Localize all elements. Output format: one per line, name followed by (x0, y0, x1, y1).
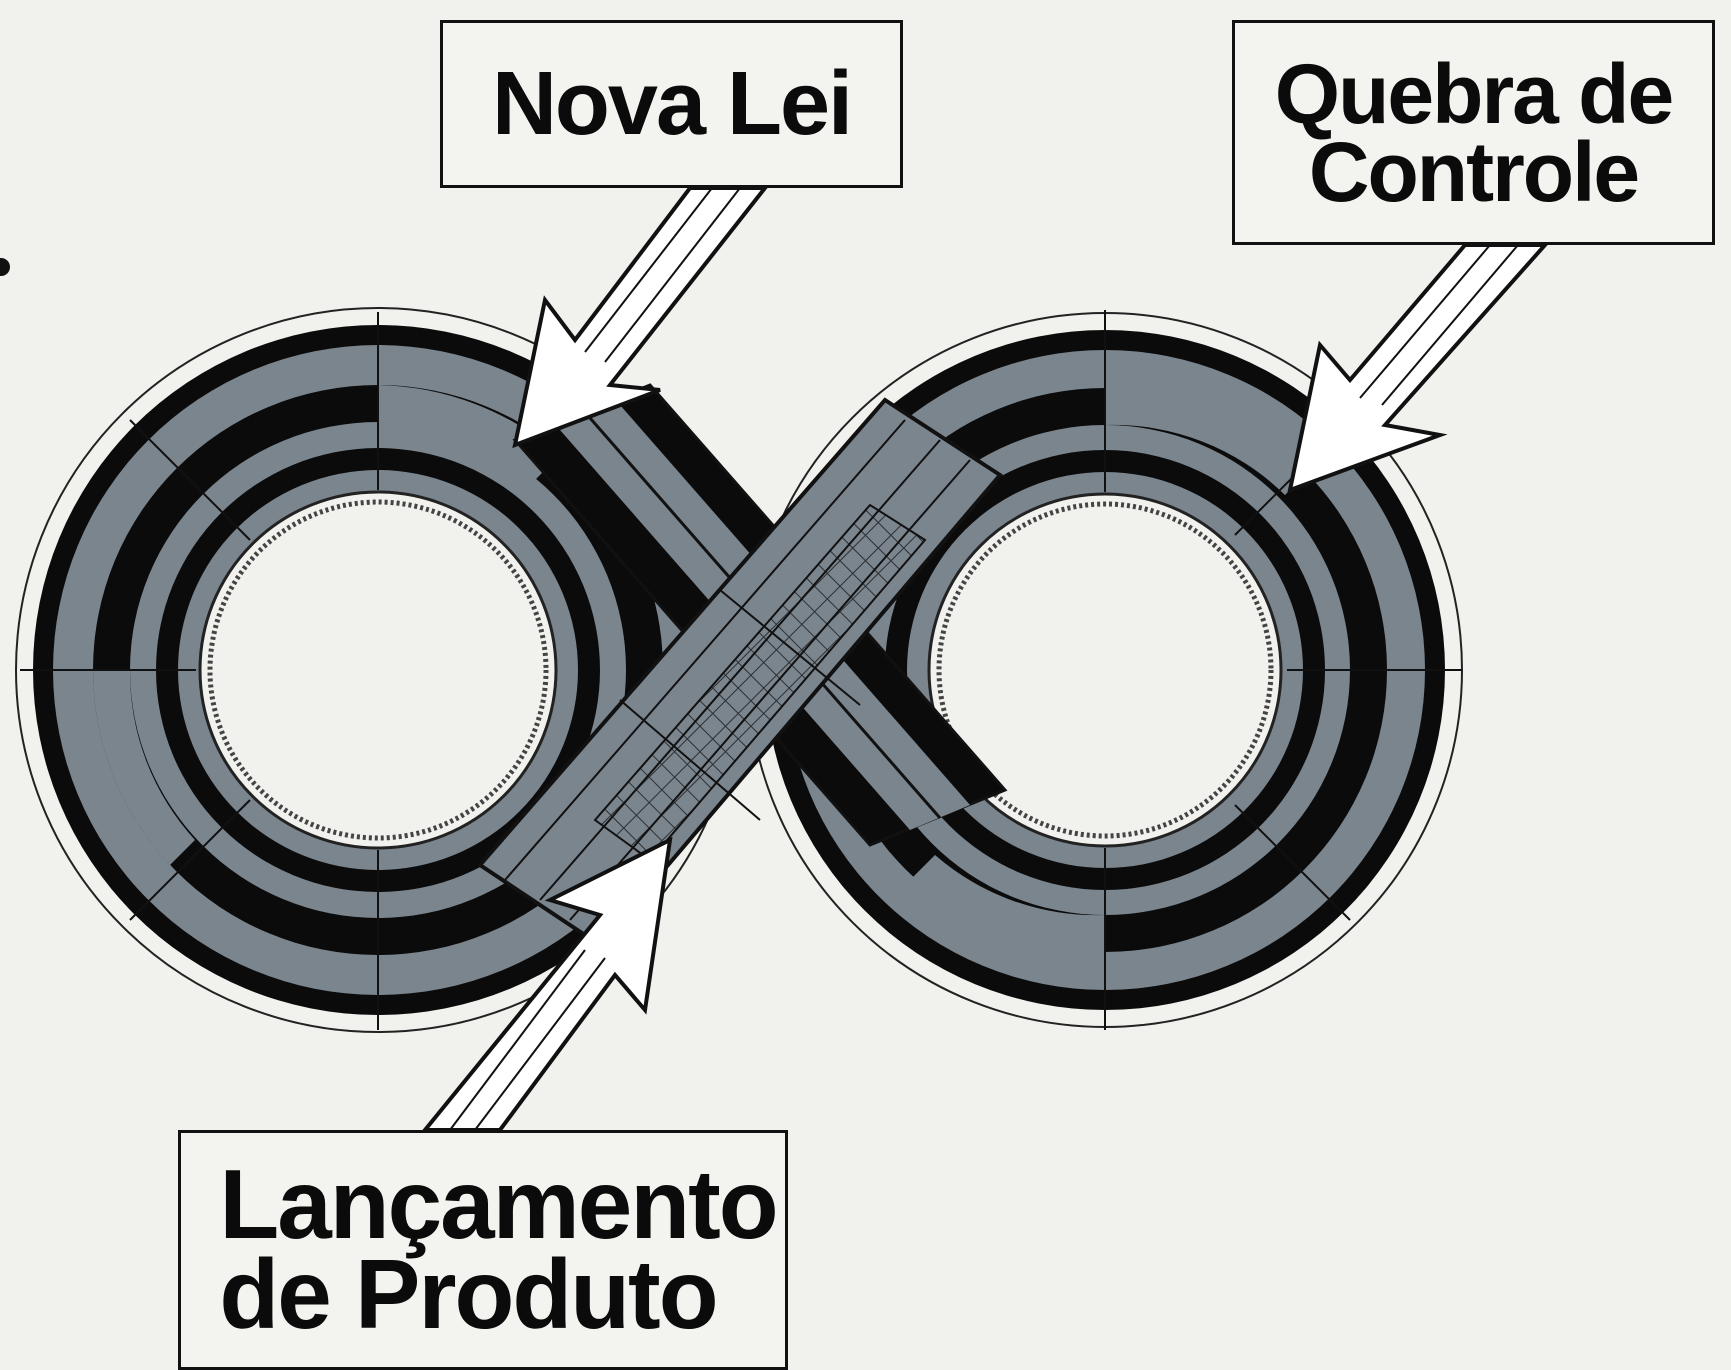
label-quebra-de-controle: Quebra de Controle (1232, 20, 1715, 245)
label-quebra-line1: Quebra de (1274, 46, 1674, 141)
label-quebra-line2: Controle (1308, 124, 1640, 219)
arrow-down-left-icon (1287, 243, 1550, 494)
arrow-up-right-icon (420, 836, 673, 1132)
label-quebra-text: Quebra de Controle (1274, 46, 1674, 219)
crossing-band-front (476, 397, 1003, 948)
label-lancamento-text: Lançamento de Produto (189, 1133, 778, 1349)
arrow-down-left-icon (512, 186, 770, 449)
label-lancamento-line2: de Produto (219, 1239, 718, 1349)
bullet-dot (0, 258, 10, 276)
label-nova-lei-text: Nova Lei (491, 53, 853, 154)
label-lancamento-de-produto: Lançamento de Produto (178, 1130, 788, 1370)
label-lancamento-line1: Lançamento (219, 1149, 778, 1259)
label-nova-lei: Nova Lei (440, 20, 903, 188)
